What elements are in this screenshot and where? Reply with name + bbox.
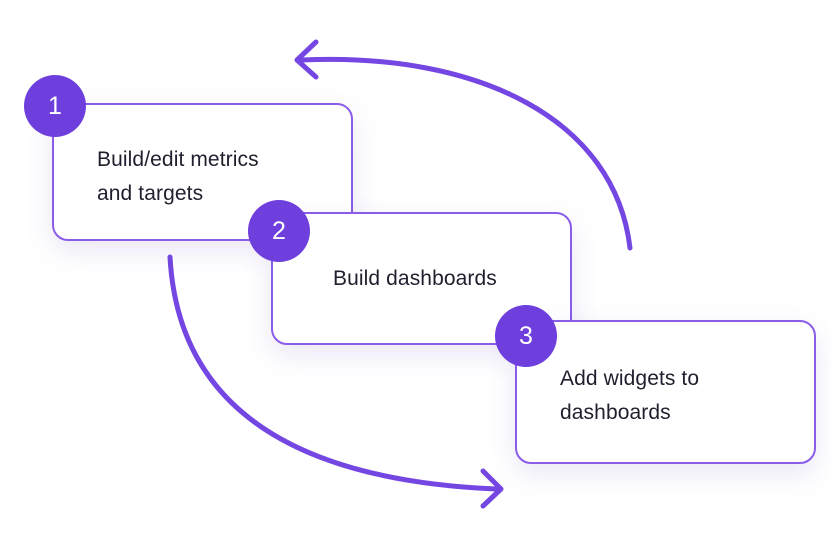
loop-forward-arrow xyxy=(167,254,499,492)
step-1-label: Build/edit metrics and targets xyxy=(97,148,259,205)
loop-back-arrowhead xyxy=(294,39,319,80)
step-card-build-metrics: Build/edit metrics and targets xyxy=(52,103,353,241)
step-3-number-badge: 3 xyxy=(495,305,557,367)
step-1-number-badge: 1 xyxy=(24,75,86,137)
step-3-label: Add widgets to dashboards xyxy=(560,367,700,424)
step-2-label: Build dashboards xyxy=(333,267,497,290)
step-card-add-widgets: Add widgets to dashboards xyxy=(515,320,816,464)
step-2-number-badge: 2 xyxy=(248,200,310,262)
loop-back-arrow xyxy=(299,56,633,251)
loop-forward-arrowhead xyxy=(480,468,504,509)
